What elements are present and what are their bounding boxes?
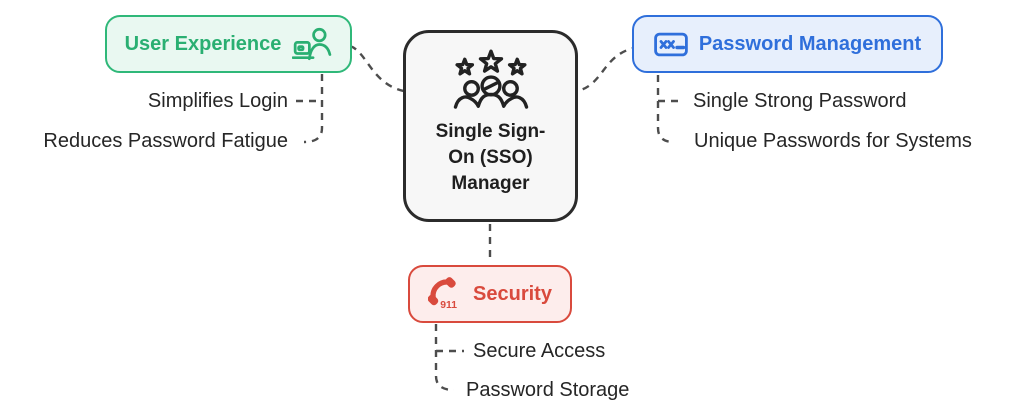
leaf-secure-access: Secure Access (473, 340, 606, 362)
connector-security-items-spine (434, 324, 455, 392)
connector-pm-items-spine (656, 75, 675, 144)
connector-ue-to-center (349, 44, 411, 94)
branch-label-password-management: Password Management (698, 32, 922, 55)
emergency-phone-icon-text: 911 (440, 300, 457, 311)
password-field-icon (654, 32, 688, 57)
center-title-line-2: On (SSO) (448, 147, 533, 169)
leaf-simplifies-login: Simplifies Login (147, 90, 288, 112)
leaf-reduces-password-fatigue: Reduces Password Fatigue (43, 130, 288, 152)
team-rating-icon (447, 47, 535, 113)
center-node-title: Single Sign- On (SSO) Manager (436, 119, 546, 198)
center-title-line-1: Single Sign- (435, 121, 546, 142)
center-title-line-3: Manager (451, 173, 530, 195)
person-laptop-icon (292, 26, 332, 62)
branch-node-password-management: Password Management (632, 15, 943, 73)
leaf-unique-passwords-for-systems: Unique Passwords for Systems (694, 130, 972, 152)
leaf-password-storage: Password Storage (466, 379, 630, 401)
branch-label-security: Security (473, 282, 552, 305)
branch-node-security: 911 Security (408, 265, 572, 323)
branch-label-user-experience: User Experience (124, 32, 282, 55)
connector-ue-items-spine (303, 74, 324, 144)
center-node-sso-manager: Single Sign- On (SSO) Manager (403, 30, 578, 222)
branch-node-user-experience: User Experience (105, 15, 352, 73)
leaf-single-strong-password: Single Strong Password (693, 90, 907, 112)
connector-center-to-pm (569, 46, 635, 94)
emergency-phone-icon: 911 (428, 277, 462, 311)
